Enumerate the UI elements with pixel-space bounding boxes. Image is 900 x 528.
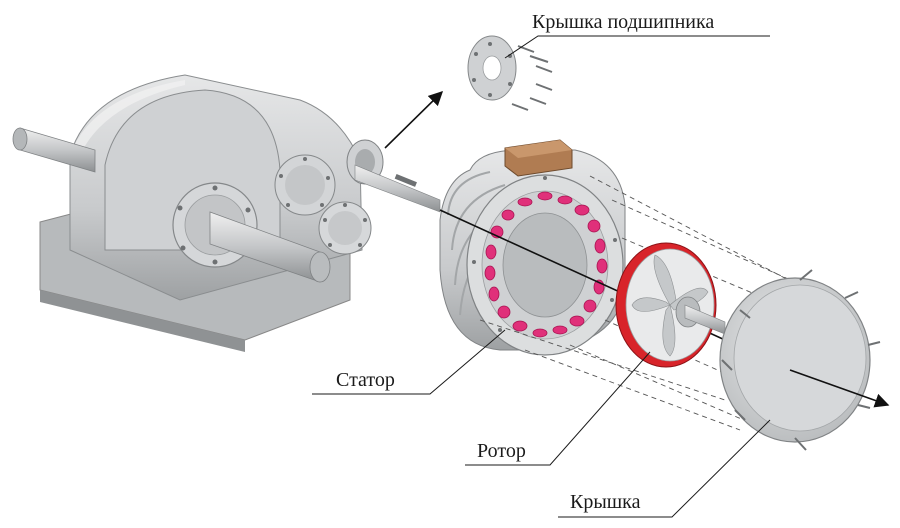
label-bearing-cover: Крышка подшипника: [532, 11, 714, 33]
end-cover-bolts: [721, 269, 881, 451]
rotor: [615, 242, 726, 368]
callout-cover: Крышка: [558, 419, 771, 518]
stator: [439, 139, 626, 356]
end-cover: [719, 269, 881, 451]
terminal-box: [504, 139, 573, 177]
cover-arrow: [789, 369, 890, 408]
label-cover: Крышка: [570, 491, 641, 513]
label-rotor: Ротор: [477, 440, 526, 462]
callout-rotor: Ротор: [465, 351, 651, 466]
gearbox: [12, 74, 441, 352]
callout-bearing-cap: Крышка подшипника: [504, 11, 770, 59]
callout-stator: Статор: [312, 329, 506, 395]
bearing-cap-bolts: [511, 45, 553, 111]
label-stator: Статор: [336, 369, 395, 391]
bearing-cap-arrow: [384, 90, 444, 149]
stator-windings: [484, 191, 608, 338]
bearing-cap: [467, 35, 553, 111]
